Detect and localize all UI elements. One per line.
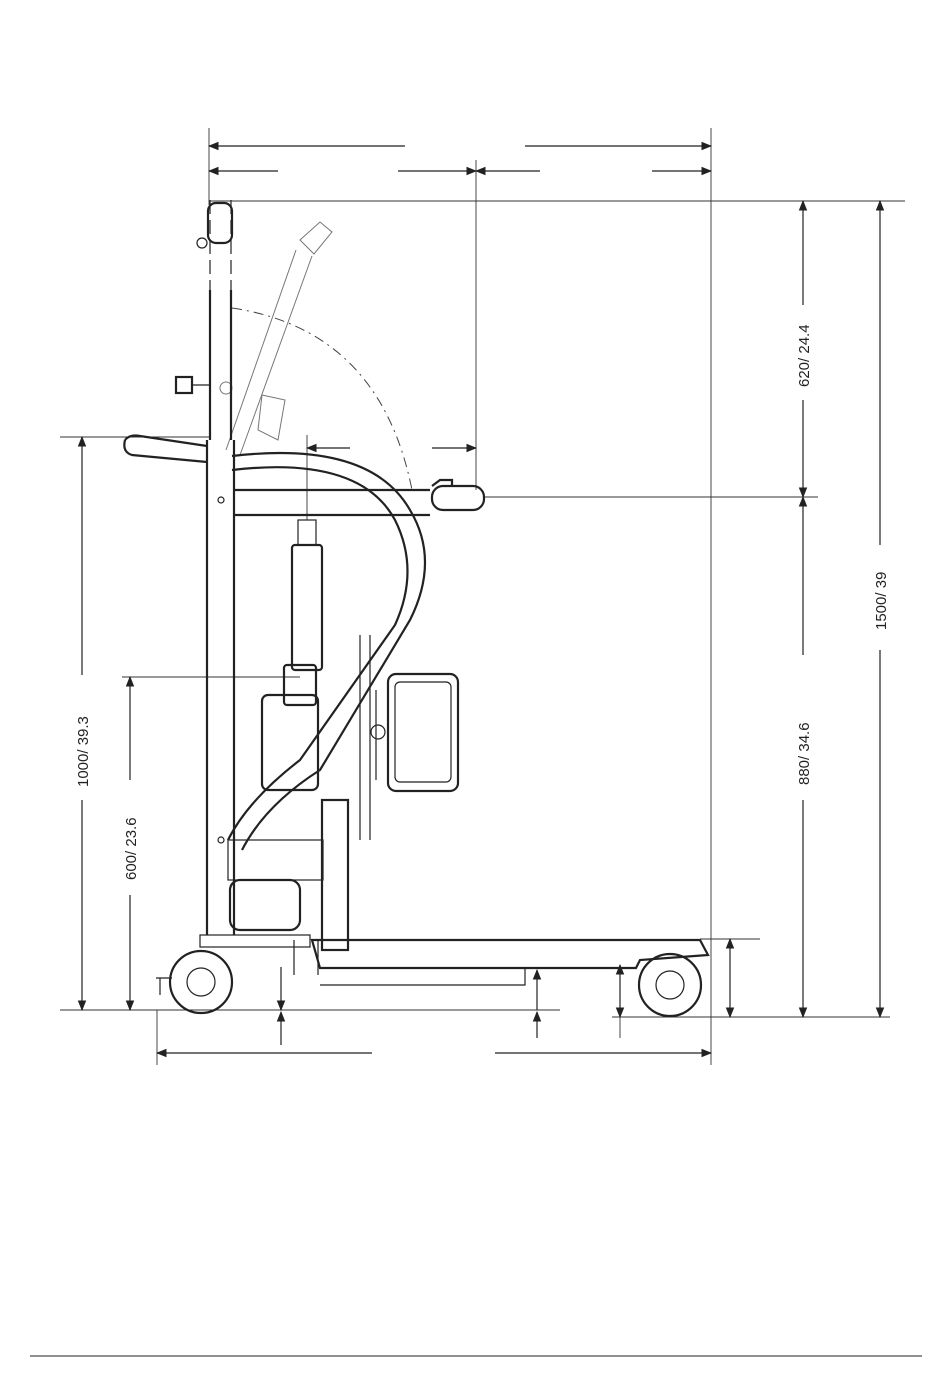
dim-880-label: 880/ 34.6 [796, 722, 813, 785]
dim-620-label: 620/ 24.4 [796, 324, 813, 387]
base-column [228, 635, 370, 950]
bottom-dimension-lines [157, 967, 711, 1065]
control-box [371, 674, 458, 791]
right-dimension-lines [620, 201, 880, 1038]
actuator [262, 520, 322, 790]
dim-1500-label: 1500/ 39 [873, 572, 890, 630]
mast [176, 200, 234, 935]
raised-handle-ghost [220, 222, 412, 490]
dim-1000-label: 1000/ 39.3 [75, 716, 92, 787]
handlebar-arm [124, 436, 484, 851]
reference-lines [60, 201, 905, 1017]
dimension-labels: 620/ 24.4 880/ 34.6 1500/ 39 1000/ 39.3 … [75, 324, 890, 880]
lift-machine [124, 200, 708, 1016]
chassis [200, 935, 708, 985]
dim-600-label: 600/ 23.6 [123, 817, 140, 880]
rear-wheel [639, 954, 701, 1016]
top-dimension-lines [209, 128, 711, 1065]
front-wheel [156, 951, 232, 1013]
